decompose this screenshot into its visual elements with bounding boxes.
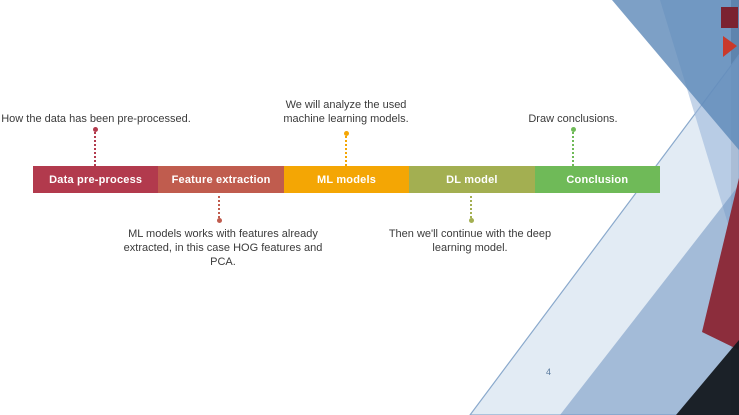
timeline-segment-feature-extraction: Feature extraction <box>158 166 284 193</box>
connector-ml-models <box>343 131 349 166</box>
process-timeline: Data pre-process Feature extraction ML m… <box>33 166 661 193</box>
callout-hog-pca: ML models works with features already ex… <box>123 228 323 268</box>
red-arrow-icon <box>723 36 737 57</box>
page-number: 4 <box>546 367 552 377</box>
connector-line <box>470 196 472 218</box>
callout-ml-models: We will analyze the used machine learnin… <box>283 99 409 125</box>
connector-dot <box>343 131 349 136</box>
callout-conclusions: Draw conclusions. <box>528 113 618 125</box>
timeline-segment-conclusion: Conclusion <box>534 166 661 193</box>
connector-conclusion <box>570 127 576 166</box>
timeline-segment-ml-models: ML models <box>283 166 410 193</box>
connector-line <box>345 136 347 166</box>
connector-line <box>218 196 220 218</box>
maroon-sliver-triangle <box>702 178 739 350</box>
callout-preprocess: How the data has been pre-processed. <box>1 113 191 125</box>
light-blue-triangle <box>660 0 739 260</box>
connector-dl-model <box>468 196 474 223</box>
steel-blue-top-triangle <box>612 0 739 150</box>
blue-bottom-triangle <box>560 185 739 415</box>
callout-deep-learning: Then we'll continue with the deep learni… <box>388 228 552 254</box>
connector-preprocess <box>92 127 98 166</box>
connector-dot <box>468 218 474 223</box>
dark-corner-triangle <box>676 340 739 415</box>
timeline-segment-data-preprocess: Data pre-process <box>33 166 159 193</box>
connector-line <box>94 132 96 166</box>
maroon-square-decoration <box>721 7 738 28</box>
timeline-segment-dl-model: DL model <box>409 166 535 193</box>
connector-line <box>572 132 574 166</box>
connector-dot <box>92 127 98 132</box>
connector-dot <box>216 218 222 223</box>
connector-feature-extraction <box>216 196 222 223</box>
edge-black-strip <box>731 0 739 415</box>
